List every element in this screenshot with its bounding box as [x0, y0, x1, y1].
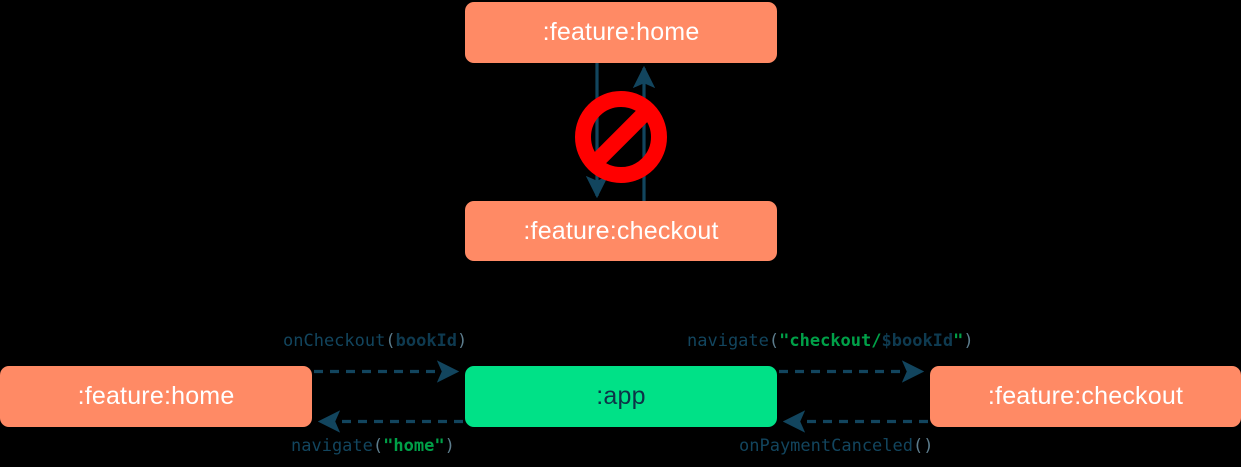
token-string-suffix: " — [953, 331, 964, 351]
token-close-paren: ) — [457, 331, 468, 351]
edge-label-navigate-home: navigate("home") — [291, 436, 455, 456]
token-string-prefix: "checkout/ — [779, 331, 882, 351]
token-function: onPaymentCanceled — [739, 436, 913, 456]
token-function: navigate — [291, 436, 373, 456]
node-feature-home-top[interactable]: :feature:home — [465, 2, 777, 63]
no-entry-icon — [575, 91, 667, 183]
token-close-paren: ) — [923, 436, 934, 456]
token-open-paren: ( — [372, 436, 384, 456]
node-label: :feature:home — [542, 18, 700, 46]
token-function: navigate — [687, 331, 769, 351]
node-label: :feature:checkout — [987, 382, 1184, 410]
token-close-paren: ) — [444, 436, 455, 456]
node-label: :feature:checkout — [523, 216, 719, 245]
node-feature-checkout-bottom[interactable]: :feature:checkout — [930, 366, 1241, 427]
node-feature-home-bottom[interactable]: :feature:home — [0, 366, 312, 427]
token-open-paren: ( — [913, 436, 924, 456]
node-label: :feature:home — [77, 382, 235, 410]
edge-label-onpaymentcanceled: onPaymentCanceled() — [739, 436, 934, 456]
token-close-paren: ) — [963, 331, 974, 351]
token-argument: bookId — [395, 331, 458, 351]
node-label: :app — [596, 382, 646, 410]
edge-label-navigate-checkout: navigate("checkout/$bookId") — [687, 331, 974, 351]
token-string: "home" — [383, 436, 445, 456]
node-feature-checkout-top[interactable]: :feature:checkout — [465, 201, 777, 261]
edge-label-oncheckout: onCheckout(bookId) — [283, 331, 467, 351]
token-function: onCheckout — [283, 331, 386, 351]
token-variable: $bookId — [881, 331, 954, 351]
token-open-paren: ( — [768, 331, 780, 351]
token-open-paren: ( — [385, 331, 396, 351]
node-app-bottom[interactable]: :app — [465, 366, 777, 427]
